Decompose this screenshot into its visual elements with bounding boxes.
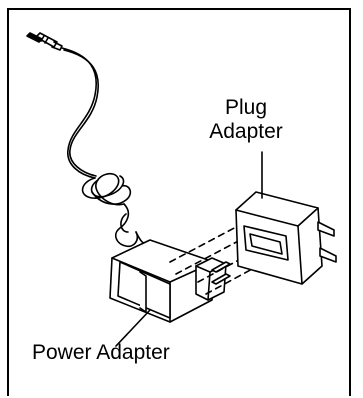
coil-icon (81, 172, 139, 248)
power-adapter-label: Power Adapter (32, 341, 170, 364)
diagram-frame (7, 8, 351, 396)
plug-adapter-label-line2: Adapter (209, 120, 283, 143)
plug-adapter-label: Plug Adapter (196, 96, 296, 144)
plug-adapter-label-line1: Plug (224, 96, 268, 119)
dc-plug-icon (26, 32, 63, 51)
plug-adapter-icon (235, 191, 337, 285)
power-adapter-icon (109, 239, 231, 323)
cable-icon (61, 47, 99, 179)
power-adapter-leader (115, 309, 151, 347)
